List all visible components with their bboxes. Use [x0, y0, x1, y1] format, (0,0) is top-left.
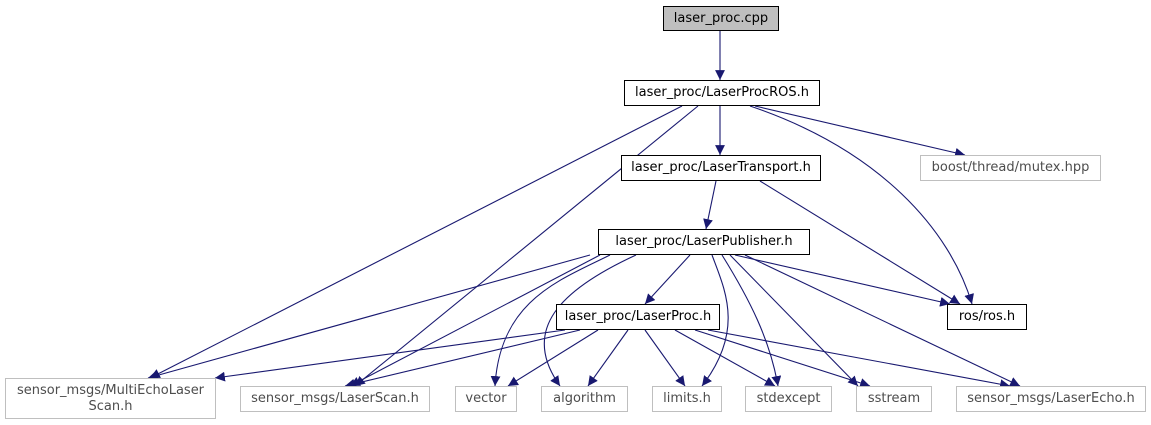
edge-laser-publisher-to-laser-echo	[744, 254, 1021, 387]
edge-laser-proc-h-to-algorithm	[587, 329, 629, 387]
edge-laser-publisher-to-sstream	[729, 254, 859, 387]
edge-laser-publisher-to-stdexcept	[721, 254, 782, 387]
edge-laser-publisher-to-multi-echo	[147, 254, 591, 381]
node-laser-proc-h: laser_proc/LaserProc.h	[556, 304, 720, 330]
edge-laser-proc-h-to-stdexcept	[674, 329, 776, 387]
edge-laser-publisher-to-algorithm	[543, 254, 637, 387]
node-stdexcept: stdexcept	[745, 386, 832, 412]
node-vector: vector	[455, 386, 517, 412]
edge-laser-proc-ros-to-laser-scan	[354, 105, 699, 387]
edge-laser-publisher-to-limits	[701, 254, 729, 387]
edge-laser-proc-ros-to-ros-h	[749, 105, 974, 305]
edge-laser-proc-h-to-sstream	[694, 329, 871, 388]
node-limits: limits.h	[652, 386, 722, 412]
node-algorithm: algorithm	[541, 386, 628, 412]
edge-laser-proc-h-to-laser-echo	[707, 329, 1011, 390]
node-boost-mutex: boost/thread/mutex.hpp	[920, 155, 1101, 181]
node-laser-transport: laser_proc/LaserTransport.h	[621, 155, 821, 181]
edge-laser-proc-h-to-vector	[507, 329, 599, 387]
edge-laser-publisher-to-ros-h	[734, 254, 951, 307]
edge-laser-transport-to-laser-publisher	[703, 180, 717, 230]
edge-laser-proc-ros-to-boost-mutex	[754, 105, 966, 158]
node-laser-proc-cpp: laser_proc.cpp	[663, 6, 779, 31]
edge-laser-proc-ros-to-multi-echo	[149, 105, 683, 379]
edge-laser-publisher-to-laser-proc-h	[644, 254, 691, 305]
node-laser-scan: sensor_msgs/LaserScan.h	[240, 386, 430, 412]
edge-laser-publisher-to-vector	[490, 254, 611, 387]
node-laser-proc-ros: laser_proc/LaserProcROS.h	[624, 80, 820, 106]
edge-laser-transport-to-ros-h	[759, 180, 961, 305]
edge-laser-proc-h-to-multi-echo	[214, 329, 566, 382]
node-laser-echo: sensor_msgs/LaserEcho.h	[956, 386, 1146, 412]
node-sstream: sstream	[856, 386, 932, 412]
node-laser-publisher: laser_proc/LaserPublisher.h	[598, 229, 810, 255]
node-ros-h: ros/ros.h	[947, 304, 1027, 330]
edge-laser-proc-h-to-limits	[644, 329, 686, 387]
edge-laser-proc-h-to-laser-scan	[344, 329, 581, 389]
edge-laser-publisher-to-laser-scan	[349, 254, 601, 387]
node-multi-echo: sensor_msgs/MultiEchoLaser Scan.h	[5, 378, 216, 419]
